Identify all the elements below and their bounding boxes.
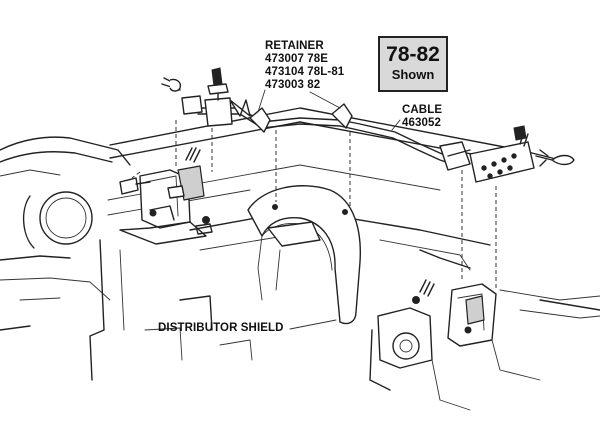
retainer-part-3: 473003 82 — [265, 79, 321, 91]
distributor-shield-label: DISTRIBUTOR SHIELD — [158, 322, 284, 334]
cable-part-number: 463052 — [402, 117, 441, 129]
left-fender — [0, 136, 131, 331]
cable-title: CABLE — [402, 104, 443, 116]
shown-caption: Shown — [391, 67, 435, 82]
hood-release-cable — [161, 67, 575, 183]
cable-mount-bracket — [469, 141, 535, 183]
headlight-icon — [39, 191, 93, 245]
model-years: 78-82 — [386, 43, 440, 66]
model-year-badge: 78-82 Shown — [378, 36, 448, 92]
retainer-clip-right — [331, 103, 353, 129]
leader-lines — [257, 89, 401, 330]
retainer-title: RETAINER — [265, 40, 324, 52]
distributor-shield — [247, 185, 361, 325]
right-hood-latch — [369, 279, 600, 411]
clip-icon-right — [551, 154, 575, 166]
retainer-part-2: 473104 78L-81 — [265, 66, 345, 78]
dashed-guides — [131, 120, 497, 290]
bolt-icon — [119, 177, 139, 195]
clip-icon — [169, 78, 182, 92]
radiator-support — [89, 107, 600, 381]
screw-icon — [211, 67, 223, 87]
left-hood-latch — [119, 147, 213, 245]
retainer-part-1: 473007 78E — [265, 53, 329, 65]
